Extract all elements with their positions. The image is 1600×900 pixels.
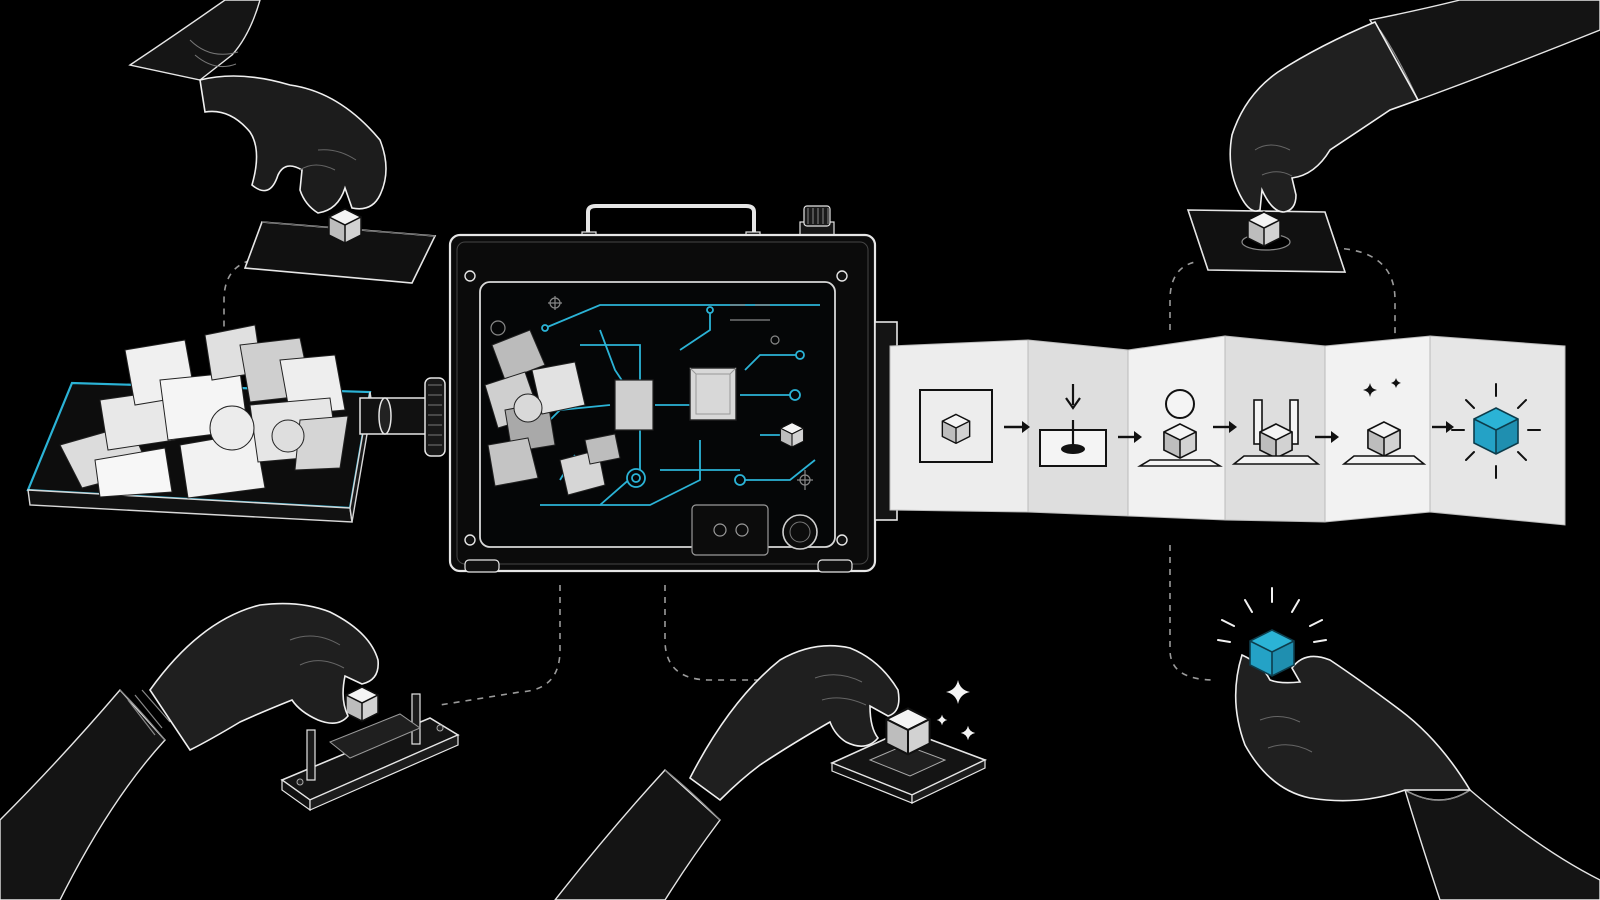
pillars-on-cube-icon <box>1231 399 1321 465</box>
machine-handle <box>586 204 756 238</box>
hand-shape-top-right <box>1229 20 1420 213</box>
glowing-blue-cube-icon <box>1451 383 1541 479</box>
sparkle-icon <box>946 680 970 704</box>
drop-into-hole-icon <box>1039 384 1107 467</box>
hand-shape-bottom-center <box>688 644 900 802</box>
hand-top-right-pressing-cube <box>1186 0 1600 273</box>
hand-top-left-placing-cube <box>128 0 437 284</box>
feed-tube <box>359 377 446 457</box>
paper-sheet-icon <box>59 324 349 499</box>
hand-bottom-left-stacking-cube <box>0 602 460 900</box>
hand-bottom-right-holding-blue-cube <box>1217 587 1600 900</box>
folded-strip-icon <box>889 335 1566 526</box>
peg-board-icon <box>280 693 460 812</box>
arrow-right-icon <box>1004 421 1454 443</box>
sleeve-top-left <box>128 0 261 81</box>
sleeve-bottom-right <box>1403 788 1600 900</box>
sleeve-bottom-left <box>0 688 166 900</box>
framed-cube-icon <box>919 389 993 463</box>
hand-bottom-center-polishing-cube <box>554 644 988 900</box>
sleeve-bottom-center <box>554 769 721 900</box>
machine-icon <box>448 204 898 573</box>
blue-cube-icon <box>1249 629 1295 677</box>
cube-icon <box>328 208 362 244</box>
hand-shape-top-left <box>199 75 387 214</box>
hand-shape-bottom-left <box>149 602 379 752</box>
strip-step-1 <box>919 389 993 463</box>
screen-papers <box>484 329 621 496</box>
circuit-icon <box>539 304 820 506</box>
paper-tray <box>26 324 373 523</box>
hand-shape-bottom-right <box>1234 653 1472 802</box>
gear-icon <box>799 205 835 237</box>
sparkling-cube-icon <box>1341 378 1427 465</box>
sphere-on-cube-icon <box>1137 389 1223 467</box>
sleeve-top-right <box>1368 0 1600 101</box>
